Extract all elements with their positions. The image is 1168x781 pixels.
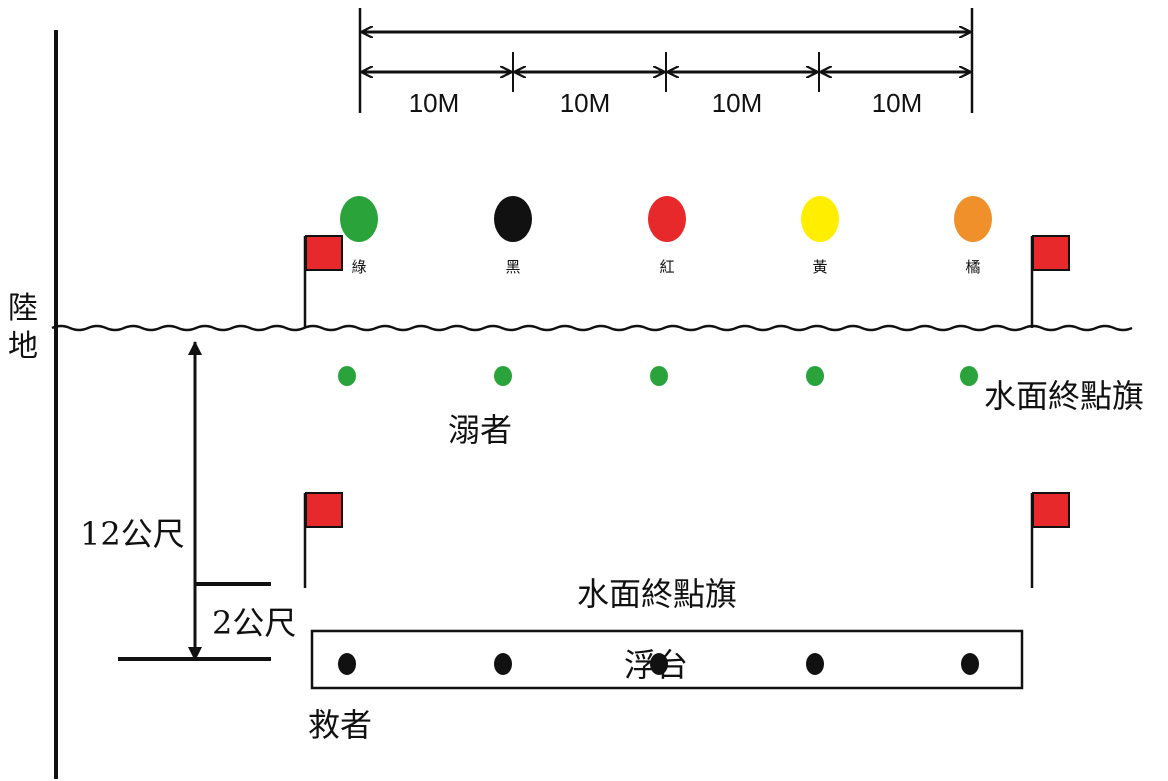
green-dot-icon [960,366,978,386]
black-dot-icon [806,653,824,675]
dimension-lines [358,8,974,113]
distance-12m-label: 12公尺 [80,515,185,553]
segment-label-2: 10M [560,88,611,118]
red-flag-icon [303,492,343,588]
land-label-char-1: 陸 [8,291,38,326]
red-flag-icon [1030,492,1070,588]
water-end-flag-label-bottom: 水面終點旗 [577,575,737,613]
victims-label: 溺者 [448,411,512,449]
black-dot-icon [650,653,668,675]
distance-2m-label: 2公尺 [212,604,296,642]
victim-dots [338,366,978,386]
water-end-flag-label-right: 水面終點旗 [984,377,1144,415]
ball-label-4: 黃 [812,258,827,276]
black-dot-icon [961,653,979,675]
rescuer-dots [338,653,979,675]
black-dot-icon [494,653,512,675]
ball-4 [801,196,839,242]
land-label-char-2: 地 [8,329,38,364]
black-dot-icon [338,653,356,675]
ball-label-1: 綠 [351,258,366,276]
ball-label-3: 紅 [659,258,674,276]
red-flag-icon [303,235,343,328]
segment-label-3: 10M [712,88,763,118]
ball-label-2: 黑 [505,258,520,276]
platform-label: 浮台 [624,646,688,684]
ball-5 [954,196,992,242]
segment-label-1: 10M [409,88,460,118]
red-flag-icon [1030,235,1070,328]
rescuers-label: 救者 [308,706,372,744]
ball-label-5: 橘 [965,258,980,276]
segment-label-4: 10M [872,88,923,118]
green-dot-icon [650,366,668,386]
ball-1 [340,196,378,242]
ball-3 [648,196,686,242]
ball-2 [494,196,532,242]
green-dot-icon [338,366,356,386]
water-surface [51,324,1133,332]
colored-balls: 綠黑紅黃橘 [340,196,992,276]
green-dot-icon [494,366,512,386]
green-dot-icon [806,366,824,386]
